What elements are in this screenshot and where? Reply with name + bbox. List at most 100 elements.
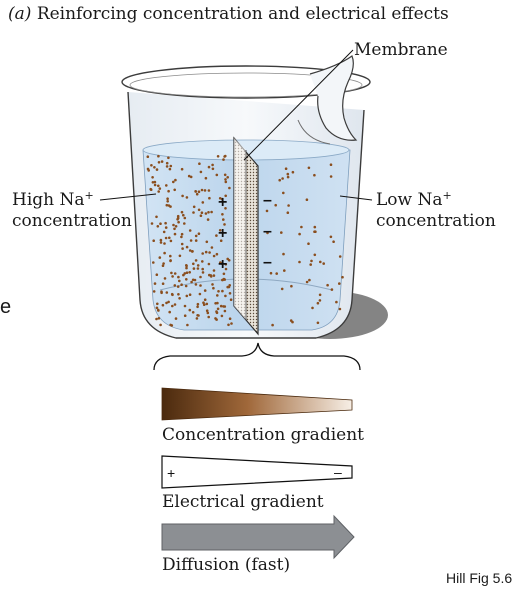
sodium-particle-high — [177, 293, 180, 296]
concentration-gradient-label: Concentration gradient — [162, 425, 364, 445]
sodium-particle-low — [298, 232, 301, 236]
sodium-particle-high — [185, 266, 188, 270]
sodium-particle-high — [185, 264, 188, 267]
leader-high — [99, 193, 157, 201]
electrical-gradient-label: Electrical gradient — [162, 492, 324, 512]
electrical-plus-sign: + — [167, 465, 175, 481]
sodium-particle-low — [318, 299, 322, 302]
high-na-superscript: + — [84, 189, 94, 202]
sodium-particle-high — [192, 205, 196, 209]
sodium-particle-high — [222, 272, 226, 276]
sodium-particle-high — [196, 264, 200, 267]
sodium-particle-low — [274, 203, 278, 207]
sodium-particle-high — [194, 190, 197, 193]
sodium-particle-high — [176, 285, 180, 288]
sodium-particle-high — [155, 168, 159, 171]
sodium-particle-high — [157, 154, 160, 158]
sodium-particle-high — [178, 279, 181, 283]
sodium-particle-high — [197, 208, 201, 212]
sodium-particle-high — [215, 234, 218, 237]
sodium-particle-high — [190, 280, 193, 284]
sodium-particle-high — [158, 256, 162, 259]
sodium-particle-high — [191, 311, 195, 314]
electrical-gradient-bar — [161, 455, 353, 489]
sodium-particle-high — [153, 180, 157, 184]
sodium-particle-high — [173, 188, 176, 192]
sodium-particle-low — [307, 166, 311, 170]
sodium-particle-high — [196, 267, 200, 270]
sodium-particle-high — [168, 236, 171, 240]
sodium-particle-high — [155, 215, 158, 219]
sodium-particle-high — [203, 189, 207, 192]
sodium-particle-high — [160, 291, 163, 295]
sodium-particle-high — [161, 303, 165, 307]
sodium-particle-high — [224, 267, 228, 271]
bracket — [153, 342, 361, 371]
sodium-particle-low — [330, 288, 334, 291]
sodium-particle-high — [196, 302, 200, 306]
charge-plus-3: + — [218, 256, 227, 273]
sodium-particle-high — [174, 178, 177, 182]
sodium-particle-high — [156, 308, 160, 312]
sodium-particle-low — [311, 306, 314, 310]
beaker-spout — [309, 55, 358, 141]
sodium-particle-high — [159, 238, 163, 242]
sodium-particle-high — [169, 205, 172, 208]
sodium-particle-high — [202, 301, 205, 305]
sodium-particle-high — [188, 271, 191, 274]
sodium-particle-high — [224, 178, 227, 181]
sodium-particle-high — [158, 187, 162, 190]
sodium-particle-low — [329, 235, 333, 239]
sodium-particle-high — [171, 304, 174, 308]
sodium-particle-high — [199, 214, 203, 217]
panel-label: (a) — [8, 4, 32, 24]
sodium-particle-high — [207, 211, 210, 214]
sodium-particle-low — [275, 272, 279, 275]
sodium-particle-high — [180, 242, 184, 246]
high-na-text: High Na — [12, 190, 85, 210]
sodium-particle-high — [194, 234, 198, 238]
sodium-particle-low — [316, 301, 320, 305]
sodium-particle-high — [146, 155, 150, 158]
sodium-particle-high — [176, 216, 180, 220]
sodium-particle-high — [163, 277, 167, 280]
sodium-particle-high — [153, 166, 156, 169]
sodium-particle-high — [180, 232, 184, 236]
sodium-particle-high — [164, 226, 168, 229]
sodium-particle-low — [308, 278, 311, 282]
charge-minus-2: – — [263, 223, 272, 240]
sodium-particle-high — [224, 207, 227, 210]
sodium-particle-high — [220, 197, 224, 201]
sodium-particle-high — [208, 251, 211, 254]
sodium-particle-high — [180, 235, 183, 239]
sodium-particle-high — [216, 294, 219, 297]
sodium-particle-high — [223, 155, 226, 158]
sodium-particle-high — [185, 271, 189, 275]
electrical-minus-sign: – — [334, 464, 342, 480]
title-text: Reinforcing concentration and electrical… — [36, 4, 449, 24]
sodium-particle-high — [212, 286, 215, 290]
sodium-particle-high — [223, 223, 226, 226]
sodium-particle-high — [152, 261, 155, 264]
high-na-label: High Na+ concentration — [12, 190, 132, 232]
sodium-particle-high — [173, 232, 177, 236]
sodium-particle-high — [200, 211, 204, 214]
sodium-particle-high — [182, 213, 185, 217]
sodium-particle-low — [322, 262, 326, 265]
high-na-concentration: concentration — [12, 211, 132, 231]
sodium-particle-high — [201, 267, 204, 271]
sodium-particle-high — [192, 262, 195, 266]
sodium-particle-high — [163, 242, 166, 245]
sodium-particle-high — [152, 290, 156, 293]
sodium-particle-high — [205, 240, 209, 244]
sodium-particle-high — [180, 210, 184, 214]
sodium-particle-high — [200, 188, 204, 192]
sodium-particle-high — [224, 180, 228, 184]
sodium-particle-high — [198, 162, 201, 165]
sodium-particle-high — [164, 221, 167, 225]
leader-membrane — [243, 49, 354, 161]
sodium-particle-high — [185, 196, 189, 199]
sodium-particle-high — [216, 155, 220, 158]
sodium-particle-high — [157, 184, 160, 188]
sodium-particle-high — [183, 314, 187, 318]
